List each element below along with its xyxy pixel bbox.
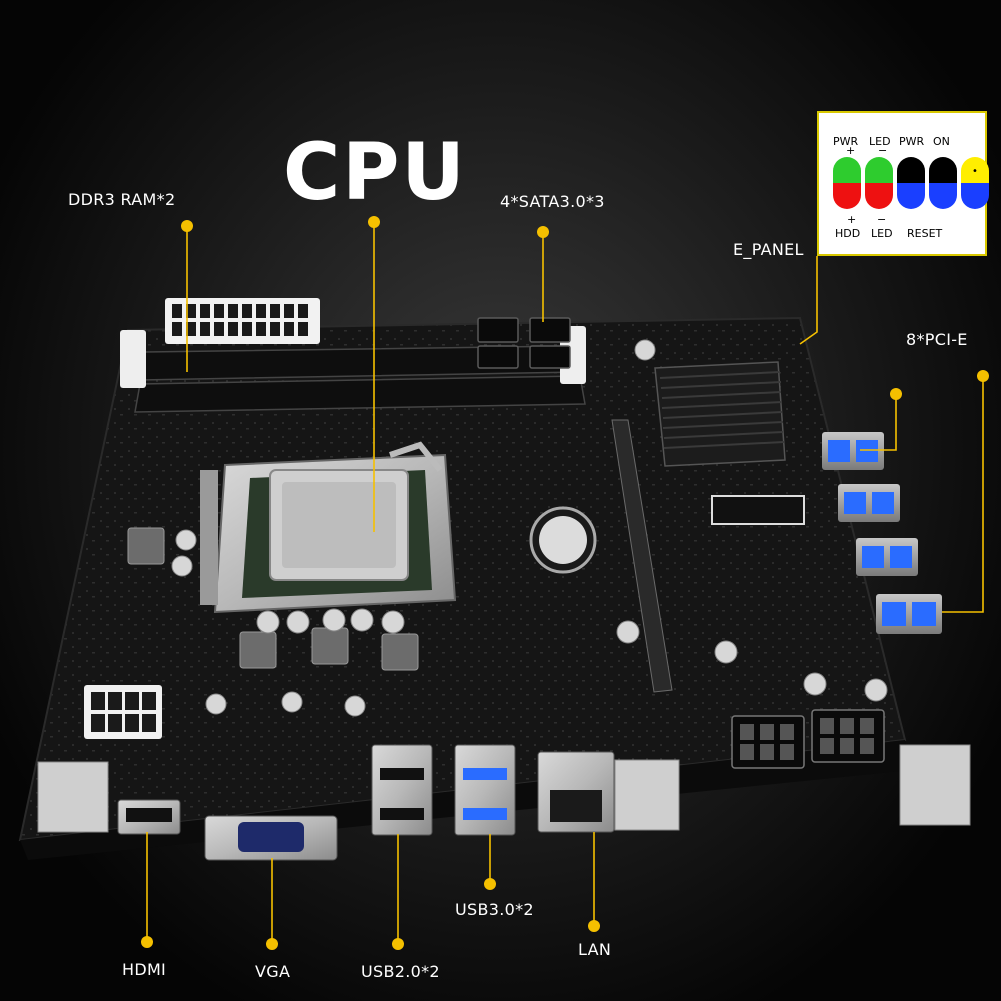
usb2-port [371, 744, 433, 836]
pin-2-top [865, 157, 893, 183]
front-panel-pinout: PWR LED PWR ON + − • + − HDD LED RESET [817, 111, 989, 256]
pin-label-pwr-2: PWR [899, 135, 925, 148]
chipset-heatsink [654, 361, 786, 467]
ddr3-slots [120, 326, 586, 413]
sata-ports [477, 317, 571, 369]
pin-4 [929, 157, 957, 209]
cpu-title: CPU [283, 128, 467, 218]
pin-1-bottom [833, 183, 861, 209]
pin-label-led: LED [869, 135, 891, 148]
label-lan: LAN [578, 940, 612, 959]
label-pcie: 8*PCI-E [906, 330, 968, 349]
pin-dot: • [972, 166, 978, 177]
pin-5 [961, 157, 989, 209]
pcie-usb-ports [822, 432, 942, 634]
pin-5-top [961, 157, 989, 183]
label-usb3: USB3.0*2 [455, 900, 534, 919]
sign-minus-bottom: − [877, 213, 887, 226]
pin-4-bottom [929, 183, 957, 209]
pin-2 [865, 157, 893, 209]
label-vga: VGA [255, 962, 291, 981]
sign-plus-bottom: + [847, 213, 857, 226]
pin-5-bottom [961, 183, 989, 209]
rear-io [37, 744, 971, 861]
sign-minus-top: − [878, 144, 888, 157]
label-usb2: USB2.0*2 [361, 962, 440, 981]
pin-3 [897, 157, 925, 209]
pin-label-on: ON [933, 135, 950, 148]
label-e-panel: E_PANEL [733, 240, 804, 259]
pin-3-bottom [897, 183, 925, 209]
usb3-port [454, 744, 516, 836]
pin-1-top [833, 157, 861, 183]
label-hdmi: HDMI [122, 960, 167, 979]
cpu-socket [200, 441, 457, 614]
sign-plus-top: + [846, 144, 856, 157]
label-ddr3: DDR3 RAM*2 [68, 190, 176, 209]
pin-label-pwr: PWR [833, 135, 859, 148]
pin-2-bottom [865, 183, 893, 209]
pin-3-top [897, 157, 925, 183]
callout-dots [141, 216, 989, 950]
pin-label-led-2: LED [871, 227, 893, 240]
pin-1 [833, 157, 861, 209]
pin-4-top [929, 157, 957, 183]
pin-label-hdd: HDD [835, 227, 861, 240]
pin-label-reset: RESET [907, 227, 943, 240]
label-sata: 4*SATA3.0*3 [500, 192, 605, 211]
